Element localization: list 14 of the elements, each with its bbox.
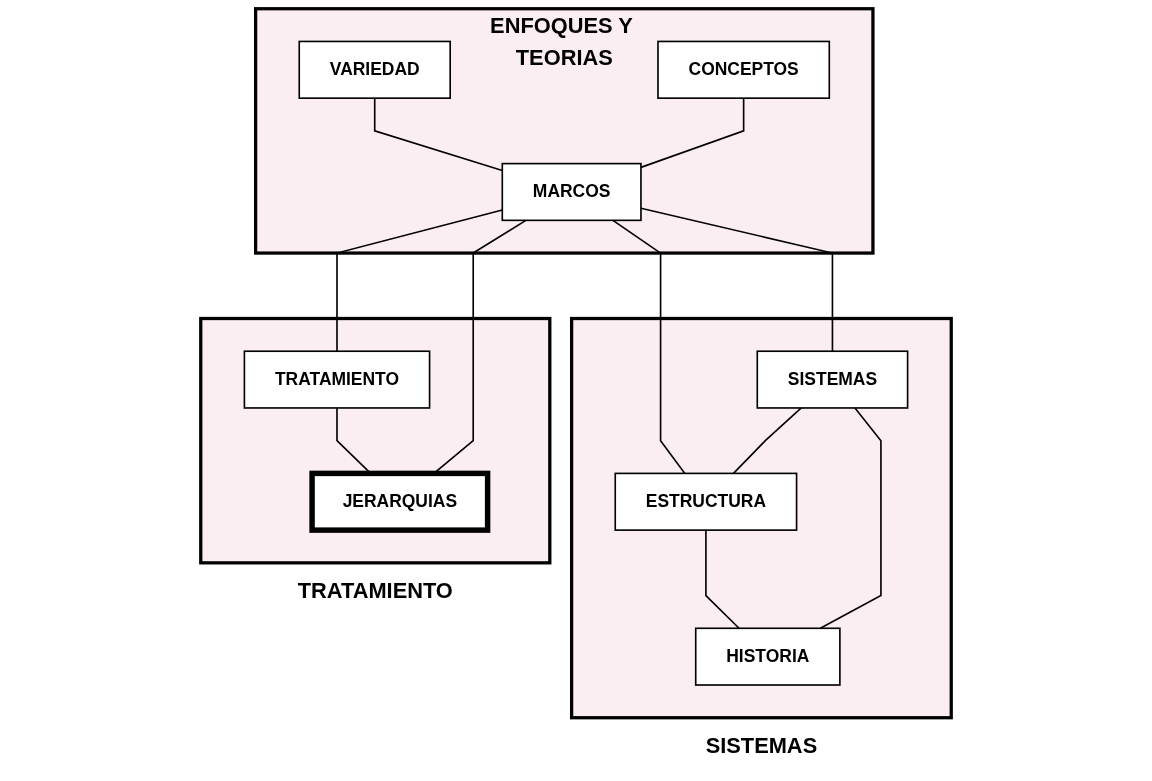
- node-box: VARIEDAD: [298, 40, 451, 99]
- node-box: SISTEMAS: [756, 350, 909, 409]
- node-box: TRATAMIENTO: [243, 350, 431, 409]
- connector: [819, 407, 882, 630]
- connector: [732, 407, 803, 475]
- node-box: JERARQUIAS: [309, 470, 491, 533]
- connector: [705, 529, 740, 630]
- node-box: HISTORIA: [694, 627, 841, 686]
- connector: [640, 207, 834, 353]
- node-box: CONCEPTOS: [657, 40, 831, 99]
- node-box: ESTRUCTURA: [614, 472, 798, 531]
- connector: [612, 219, 686, 475]
- connector: [640, 97, 745, 169]
- node-box: MARCOS: [501, 162, 642, 222]
